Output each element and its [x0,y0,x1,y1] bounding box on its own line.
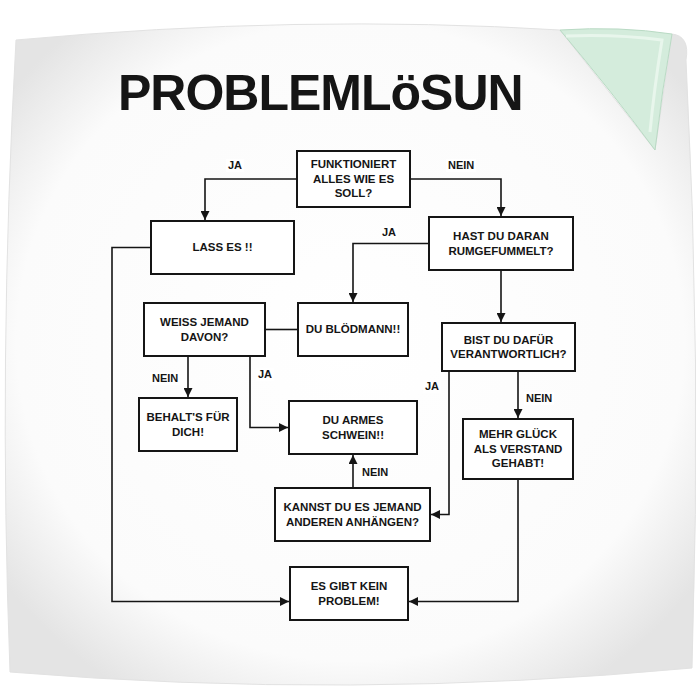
box-text: HAST DU DARAN RUMGEFUMMELT? [436,229,566,258]
process-box: BEHALT'S FÜR DICH! [138,397,238,452]
connector-arrow [205,179,296,220]
process-box: HAST DU DARAN RUMGEFUMMELT? [428,216,574,271]
connector-arrow [500,271,502,322]
edge-label: NEIN [150,372,180,385]
box-text: MEHR GLÜCK ALS VERSTAND GEHABT! [470,427,566,470]
process-box: FUNKTIONIERT ALLES WIE ES SOLL? [296,150,411,208]
connector-arrow [112,248,289,602]
process-box: DU ARMES SCHWEIN!! [288,400,418,455]
connector-arrow [411,179,501,216]
box-text: DU BLÖDMANN!! [306,322,401,336]
connector-arrow [266,329,297,331]
edge-label: JA [380,226,398,239]
connector-arrow [250,357,288,428]
connector-arrow [431,372,449,515]
connector-arrow [517,372,519,418]
connector-arrow [187,357,189,397]
box-text: ES GIBT KEIN PROBLEM! [297,579,401,608]
box-text: BEHALT'S FÜR DICH! [146,410,230,439]
box-text: LASS ES !! [192,240,252,254]
title: PROBLEMLöSUN [118,68,523,118]
fold-highlight [566,36,662,133]
box-text: KANNST DU ES JEMAND ANDEREN ANHÄNGEN? [282,500,423,529]
process-box: WEISS JEMAND DAVON? [143,302,266,357]
box-text: WEISS JEMAND DAVON? [151,315,258,344]
edge-label: JA [256,368,274,381]
edge-label: NEIN [446,159,476,172]
connector-arrow [353,244,428,303]
process-box: MEHR GLÜCK ALS VERSTAND GEHABT! [462,418,574,480]
edge-label: NEIN [360,466,390,479]
edge-label: JA [226,159,244,172]
process-box: LASS ES !! [150,220,295,275]
box-text: FUNKTIONIERT ALLES WIE ES SOLL? [304,157,403,200]
process-box: BIST DU DAFÜR VERANTWORTLICH? [441,322,576,372]
process-box: ES GIBT KEIN PROBLEM! [289,566,409,621]
edge-label: NEIN [524,392,554,405]
box-text: DU ARMES SCHWEIN!! [296,413,410,442]
pillow-body [5,24,696,685]
folded-corner [560,29,672,150]
connector-arrow [352,455,354,487]
process-box: KANNST DU ES JEMAND ANDEREN ANHÄNGEN? [274,487,431,542]
edge-label: JA [423,380,441,393]
box-text: BIST DU DAFÜR VERANTWORTLICH? [449,333,568,362]
process-box: DU BLÖDMANN!! [297,302,409,357]
